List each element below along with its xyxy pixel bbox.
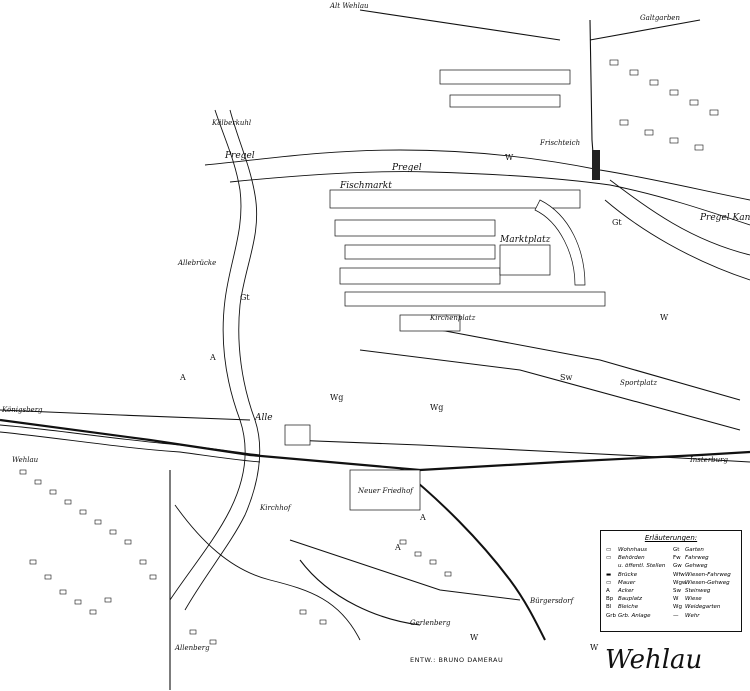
road-burgersdorf: [289, 539, 521, 601]
pregel-kanal-bank-a: [609, 179, 750, 256]
label-allebrucke: Allebrücke: [177, 259, 216, 267]
label-galtgarben: Galtgarben: [640, 14, 680, 22]
alle-stream-south: [174, 504, 361, 641]
old-town-block-3: [344, 244, 496, 260]
pregel-arm-south-b: [0, 431, 261, 463]
legend-item: ▭Mauer: [606, 579, 636, 586]
old-town-block-4: [339, 267, 501, 285]
svg-text:Gt: Gt: [612, 218, 622, 227]
field-letters: W W W W A A A A Sw Gt Wg Wg Gt: [179, 153, 669, 652]
svg-text:A: A: [179, 373, 186, 382]
label-pregel-kanal: Pregel Kanal: [699, 213, 750, 223]
label-allenberg: Allenberg: [174, 644, 210, 652]
road-gerlenberg: [299, 559, 421, 626]
svg-text:A: A: [394, 543, 401, 552]
label-kirchenplatz: Kirchenplatz: [429, 314, 476, 322]
svg-text:Wg: Wg: [330, 393, 343, 402]
label-gerlenberg: Gerlenberg: [410, 619, 451, 627]
label-alt-wehlau: Alt Wehlau: [329, 2, 369, 10]
label-marktplatz: Marktplatz: [499, 235, 551, 245]
legend-item: u. öffentl. Stellen: [618, 563, 666, 570]
church-block: [399, 314, 461, 332]
house-cluster-west: [19, 469, 157, 615]
svg-text:W: W: [660, 313, 669, 322]
label-frischteich: Frischteich: [539, 139, 580, 147]
svg-text:A: A: [419, 513, 426, 522]
svg-text:W: W: [590, 643, 599, 652]
road-koenigsberg: [0, 409, 251, 421]
bridge-marker: [592, 150, 600, 180]
label-alle: Alle: [254, 413, 273, 423]
map-title: Wehlau: [605, 645, 703, 675]
legend-item: WfwWiesen-Fahrweg: [673, 571, 731, 578]
svg-text:W: W: [505, 153, 514, 162]
label-insterburg: Insterburg: [689, 456, 729, 464]
old-town-block-6: [499, 244, 551, 276]
house-cluster-south: [189, 539, 452, 645]
legend-item: ▭Behörden: [606, 555, 645, 562]
svg-text:Gt: Gt: [240, 293, 250, 302]
svg-text:Sw: Sw: [560, 373, 572, 382]
label-sportplatz: Sportplatz: [620, 379, 657, 387]
pregel-kanal-bank-b: [604, 199, 750, 281]
label-kirchhof: Kirchhof: [259, 504, 292, 512]
label-pregel-top: Pregel: [391, 163, 422, 173]
road-galtgarben: [589, 19, 701, 41]
map-credit: ENTW.: BRUNO DAMERAU: [410, 656, 504, 664]
legend-item: WgwWiesen-Gehweg: [673, 579, 730, 586]
road-alt-wehlau: [359, 9, 561, 41]
label-kalberkuhl: Kälberkuhl: [211, 119, 251, 127]
north-settlement-block-1: [439, 69, 571, 85]
alle-river-bank-b: [184, 109, 261, 611]
old-town-block-1: [329, 189, 581, 209]
pregel-river-south-bank: [229, 171, 750, 226]
label-neuer-friedhof: Neuer Friedhof: [357, 487, 414, 495]
road-insterburg: [289, 439, 750, 463]
svg-text:A: A: [209, 353, 216, 362]
legend-item: —Wehr: [673, 612, 700, 619]
north-settlement-block-2: [449, 94, 561, 108]
svg-text:W: W: [470, 633, 479, 642]
old-town-curved-block: [534, 199, 586, 286]
cemetery-outline: [349, 469, 421, 511]
label-fischmarkt: Fischmarkt: [339, 181, 392, 191]
railway-branch: [399, 467, 546, 641]
station-block: [284, 424, 311, 446]
road-diagonal-sportplatz: [359, 349, 741, 431]
old-town-block-5: [344, 291, 606, 307]
map-legend: Erläuterungen: ▭Wohnhaus ▭Behörden u. öf…: [600, 530, 742, 632]
house-cluster-north-east: [609, 59, 719, 151]
pregel-river-north-bank: [204, 149, 750, 201]
legend-title: Erläuterungen:: [644, 534, 698, 542]
road-avenue-east: [439, 329, 741, 401]
legend-item: ▭Wohnhaus: [606, 547, 647, 553]
legend-column-left: ▭Wohnhaus ▭Behörden u. öffentl. Stellen …: [606, 546, 665, 620]
label-wehlau-ost: Wehlau: [12, 456, 39, 464]
label-pregel-left: Pregel: [224, 151, 255, 161]
svg-text:Wg: Wg: [430, 403, 443, 412]
legend-item: ▬Brücke: [606, 571, 638, 578]
label-burgersdorf: Bürgersdorf: [529, 597, 575, 605]
alle-river-bank-a: [169, 109, 246, 601]
label-koenigsberg: Königsberg: [1, 406, 43, 414]
old-town-block-2: [334, 219, 496, 237]
